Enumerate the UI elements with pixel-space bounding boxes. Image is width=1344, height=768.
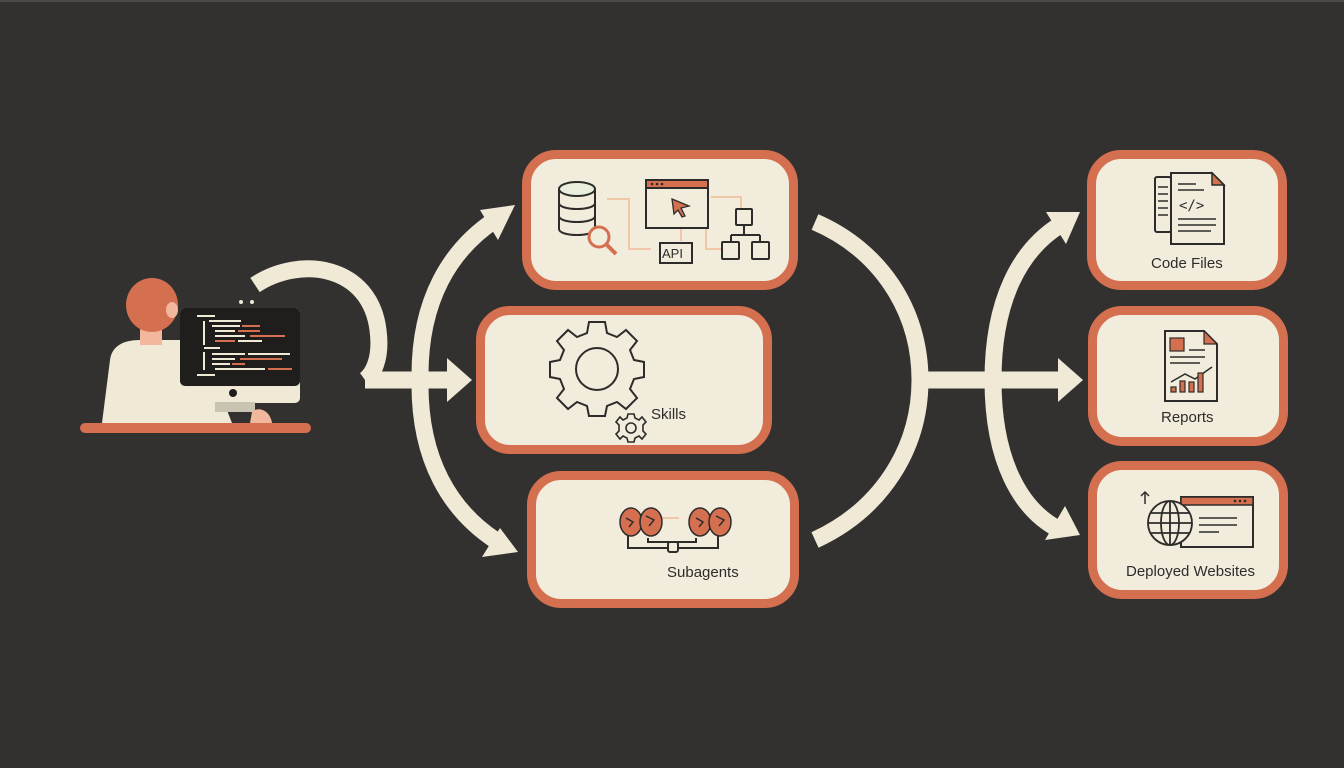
- code-files-label: Code Files: [1151, 255, 1223, 272]
- arc-to-tools: [411, 212, 500, 376]
- api-badge-icon: [659, 242, 693, 264]
- subagents-card: Subagents: [527, 471, 799, 608]
- desk-icon: [80, 423, 311, 433]
- tools-card: API: [522, 150, 798, 290]
- deployed-websites-card: Deployed Websites: [1088, 461, 1288, 599]
- browser-window-icon: [1180, 496, 1254, 548]
- brain-icon: [619, 507, 663, 537]
- arrowhead-code-files: [1046, 212, 1080, 244]
- brain-icon: [688, 507, 732, 537]
- arc-to-code-files: [984, 217, 1065, 381]
- deployed-websites-label: Deployed Websites: [1126, 563, 1255, 580]
- globe-icon: [1147, 500, 1193, 546]
- code-document-icon: [1154, 171, 1226, 245]
- small-gear-icon: [614, 413, 648, 443]
- api-label: API: [662, 246, 683, 261]
- subagents-label: Subagents: [667, 564, 739, 581]
- report-chart-icon: [1164, 329, 1219, 402]
- arrowhead-websites: [1045, 506, 1080, 540]
- skills-label: Skills: [651, 406, 687, 423]
- skills-card: Skills: [476, 306, 772, 454]
- arrowhead-reports: [1058, 358, 1083, 402]
- person-icon: [126, 278, 178, 332]
- user-hook-arrow: [250, 260, 388, 387]
- arrowhead-subagents: [482, 528, 518, 557]
- arrowhead-skills: [447, 358, 472, 402]
- user-illustration: [80, 278, 311, 433]
- hierarchy-icon: [721, 208, 770, 260]
- code-glyph: </>: [1179, 198, 1205, 214]
- database-search-icon: [558, 181, 618, 256]
- code-lines: [197, 315, 292, 376]
- arc-to-subagents: [411, 384, 500, 548]
- arc-to-websites: [984, 379, 1065, 538]
- gear-icon: [549, 321, 645, 417]
- reports-label: Reports: [1161, 409, 1214, 426]
- arrowhead-tools: [480, 205, 515, 240]
- reports-card: Reports: [1088, 306, 1288, 446]
- upload-arrow-icon: [1140, 490, 1150, 504]
- top-border: [0, 0, 1344, 2]
- browser-window-icon: [645, 179, 709, 229]
- converge-arc: [811, 214, 929, 548]
- code-files-card: </> Code Files: [1087, 150, 1287, 290]
